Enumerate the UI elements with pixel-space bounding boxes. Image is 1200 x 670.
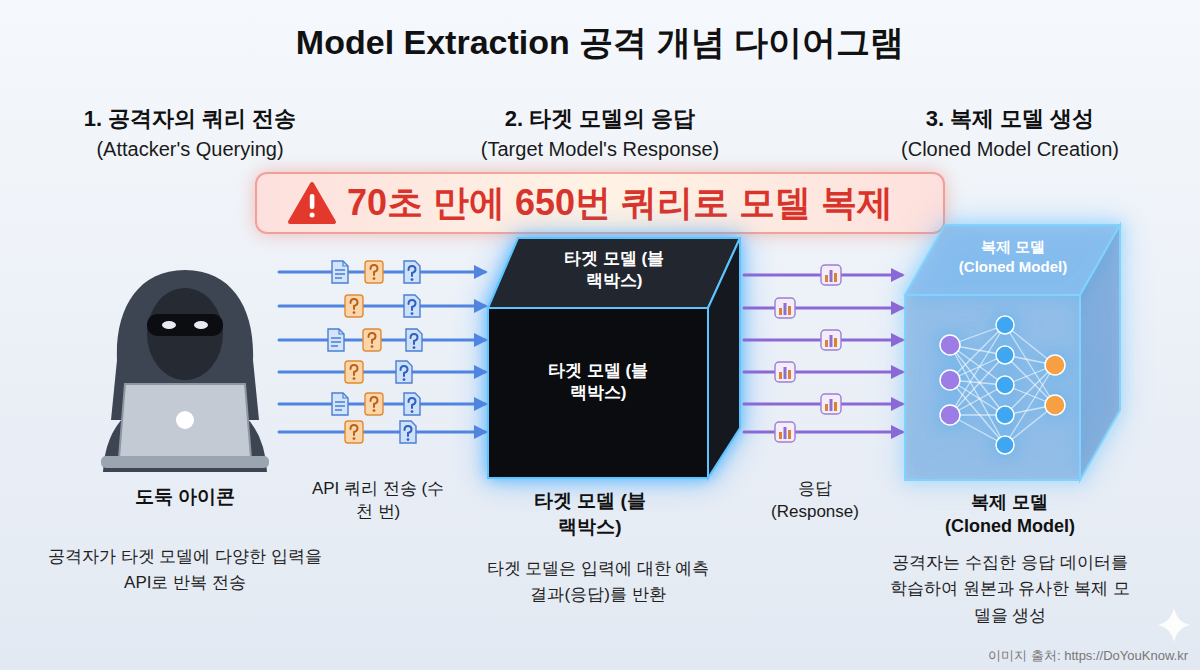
query-icon: [363, 329, 381, 351]
cube-top-label: 복제 모델 (Cloned Model): [952, 237, 1074, 276]
warning-icon: [290, 184, 334, 222]
node-description: 공격자는 수집한 응답 데이터를 학습하여 원본과 유사한 복제 모델을 생성: [885, 550, 1135, 629]
chart-icon: [821, 265, 841, 285]
doc-icon: [328, 329, 344, 351]
warning-triangle: [290, 184, 334, 222]
cube-front-face: [905, 295, 1080, 480]
attacker-figure: 도둑 아이콘공격자가 타겟 모델에 다양한 입력을 API로 반복 전송: [95, 262, 275, 472]
node-description: 공격자가 타겟 모델에 다양한 입력을 API로 반복 전송: [40, 544, 330, 597]
chart-icon: [775, 298, 795, 318]
response-icons: [775, 265, 841, 442]
attacker-eye: [162, 321, 176, 329]
step-subheading: (Target Model's Response): [420, 136, 780, 163]
target-model-cube: 타겟 모델 (블랙박스)타겟 모델 (블랙박스)타겟 모델 (블랙박스)타겟 모…: [488, 238, 740, 478]
node-heading: 복제 모델 (Cloned Model): [941, 490, 1079, 539]
nn-hidden-neuron: [996, 376, 1014, 394]
step-heading: 2. 타겟 모델의 응답: [420, 104, 780, 134]
attacker-figure-shape: [95, 262, 275, 472]
node-heading: 도둑 아이콘: [85, 484, 285, 510]
doc-icon: [332, 261, 348, 283]
query-icon: [406, 329, 422, 351]
step-subheading: (Attacker's Querying): [20, 136, 360, 163]
nn-output-neuron: [1045, 355, 1065, 375]
query-arrow: [279, 371, 485, 374]
cube-side-face: [1080, 225, 1120, 480]
nn-input-neuron: [940, 405, 960, 425]
arrow-caption: API 쿼리 전송 (수천 번): [311, 478, 446, 524]
query-icon: [404, 295, 420, 317]
nn-input-neuron: [940, 335, 960, 355]
cloned-model-cube: 복제 모델 (Cloned Model)복제 모델 (Cloned Model)…: [905, 225, 1120, 480]
query-arrow: [279, 305, 485, 308]
diagram-title: Model Extraction 공격 개념 다이어그램: [100, 20, 1100, 66]
query-arrow: [279, 431, 485, 434]
chart-icon: [775, 362, 795, 382]
query-icon: [404, 261, 420, 283]
chart-icon: [775, 422, 795, 442]
laptop-logo: [176, 411, 194, 429]
step-heading: 3. 복제 모델 생성: [840, 104, 1180, 134]
nn-hidden-neuron: [996, 346, 1014, 364]
source-credit: 이미지 출처: https://DoYouKnow.kr: [898, 647, 1188, 665]
cube-side-face: [708, 238, 740, 478]
laptop-base: [101, 456, 269, 468]
nn-hidden-neuron: [996, 406, 1014, 424]
node-description: 타겟 모델은 입력에 대한 예측 결과(응답)를 반환: [483, 556, 713, 609]
arrow-caption: 응답 (Response): [763, 478, 868, 524]
chart-icon: [821, 330, 841, 350]
nn-output-neuron: [1045, 395, 1065, 415]
query-icon: [365, 393, 383, 415]
warning-dot: [310, 213, 315, 218]
warning-banner: 70초 만에 650번 쿼리로 모델 복제: [255, 172, 945, 234]
query-icon: [404, 393, 420, 415]
response-arrow: [744, 431, 902, 434]
attacker-eye: [194, 321, 208, 329]
cube-front-face: [488, 308, 708, 478]
banner-text: 70초 만에 650번 쿼리로 모델 복제: [297, 172, 943, 234]
attacker-mask: [147, 314, 223, 336]
cube-top-label: 타겟 모델 (블랙박스): [558, 248, 670, 292]
nn-hidden-neuron: [996, 436, 1014, 454]
nn-hidden-neuron: [996, 316, 1014, 334]
node-heading: 타겟 모델 (블랙박스): [530, 488, 650, 539]
step-heading: 1. 공격자의 쿼리 전송: [20, 104, 360, 134]
cube-top-face: [488, 238, 740, 308]
query-icon: [365, 261, 383, 283]
warning-bar: [310, 194, 315, 209]
nn-input-neuron: [940, 370, 960, 390]
response-arrow: [744, 371, 902, 374]
response-arrow: [744, 307, 902, 310]
query-icons: [328, 261, 422, 443]
chart-icon: [821, 394, 841, 414]
query-icon: [400, 421, 416, 443]
attacker-face: [147, 288, 223, 380]
query-icon: [345, 295, 363, 317]
step-subheading: (Cloned Model Creation): [840, 136, 1180, 163]
doc-icon: [332, 393, 348, 415]
query-arrow: [279, 339, 485, 342]
query-icon: [345, 421, 363, 443]
query-icon: [345, 361, 363, 383]
sparkle-mark: [1158, 608, 1190, 642]
cube-front-label: 타겟 모델 (블랙박스): [542, 360, 654, 404]
laptop-lid: [119, 384, 251, 458]
query-icon: [396, 361, 412, 383]
